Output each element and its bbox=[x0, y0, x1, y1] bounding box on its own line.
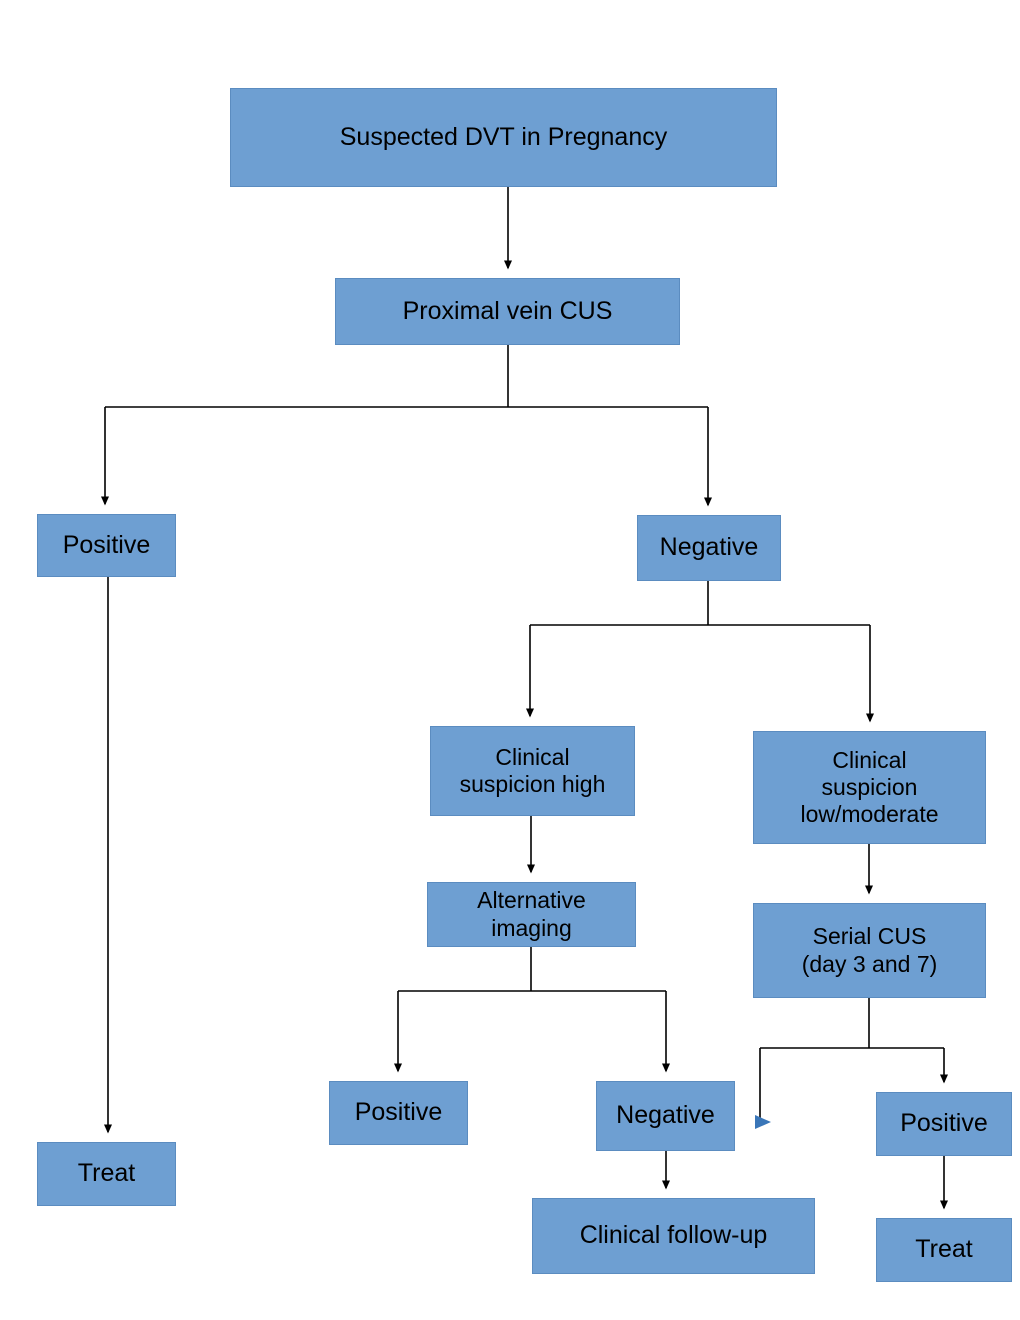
edge-serial-cus-negative-to-negative bbox=[755, 1048, 771, 1129]
node-serial-cus[interactable]: Serial CUS (day 3 and 7) bbox=[753, 903, 986, 998]
node-cus-negative[interactable]: Negative bbox=[637, 515, 781, 581]
node-alternative-imaging[interactable]: Alternative imaging bbox=[427, 882, 636, 947]
node-treat-left[interactable]: Treat bbox=[37, 1142, 176, 1206]
node-treat-right[interactable]: Treat bbox=[876, 1218, 1012, 1282]
node-clinical-suspicion-high[interactable]: Clinical suspicion high bbox=[430, 726, 635, 816]
node-clinical-follow-up[interactable]: Clinical follow-up bbox=[532, 1198, 815, 1274]
node-alternative-imaging-negative[interactable]: Negative bbox=[596, 1081, 735, 1151]
node-alternative-imaging-positive[interactable]: Positive bbox=[329, 1081, 468, 1145]
node-proximal-vein-cus[interactable]: Proximal vein CUS bbox=[335, 278, 680, 345]
node-suspected-dvt-in-pregnancy[interactable]: Suspected DVT in Pregnancy bbox=[230, 88, 777, 187]
node-cus-positive[interactable]: Positive bbox=[37, 514, 176, 577]
node-clinical-suspicion-low-moderate[interactable]: Clinical suspicion low/moderate bbox=[753, 731, 986, 844]
node-serial-cus-positive[interactable]: Positive bbox=[876, 1092, 1012, 1156]
